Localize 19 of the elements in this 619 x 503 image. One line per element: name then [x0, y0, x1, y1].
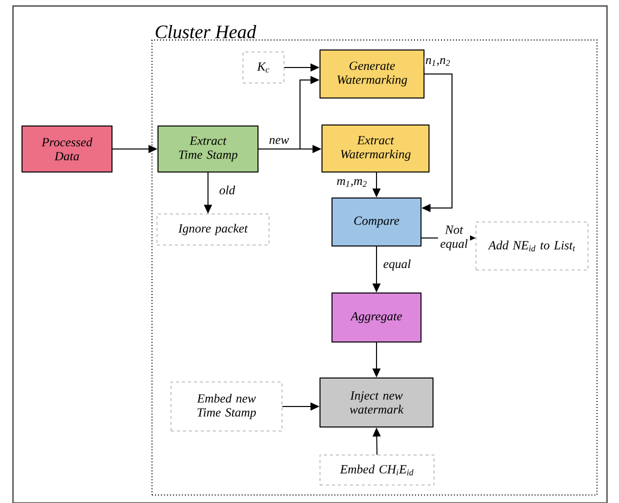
input-box: Embed new Time Stamp [170, 382, 282, 432]
process-box: Processed Data [22, 126, 112, 172]
process-box: Inject new watermark [320, 378, 434, 428]
edge-label: Not equal [438, 224, 470, 252]
process-box: Aggregate [332, 292, 422, 342]
process-box: Compare [332, 198, 422, 246]
input-box: Embed CH$_{i}$E$_{id}$ [320, 454, 434, 486]
process-box: Generate Watermarking [320, 50, 424, 98]
edge-label: m$_{1}$,m$_{2}$ [336, 178, 368, 188]
node-label: Cluster Head [156, 24, 256, 38]
edge-label: n$_{1}$,n$_{2}$ [424, 57, 452, 67]
input-box: K$_{c}$ [242, 52, 284, 84]
edge-label: new [268, 137, 290, 145]
edge-label: old [218, 184, 236, 196]
output-box: Add NE$_{id}$ to List$_{t}$ [476, 222, 588, 270]
process-box: Extract Watermarking [322, 124, 430, 172]
process-box: Extract Time Stamp [158, 126, 258, 172]
input-box: Ignore packet [156, 214, 270, 246]
edge-label: equal [382, 258, 412, 272]
